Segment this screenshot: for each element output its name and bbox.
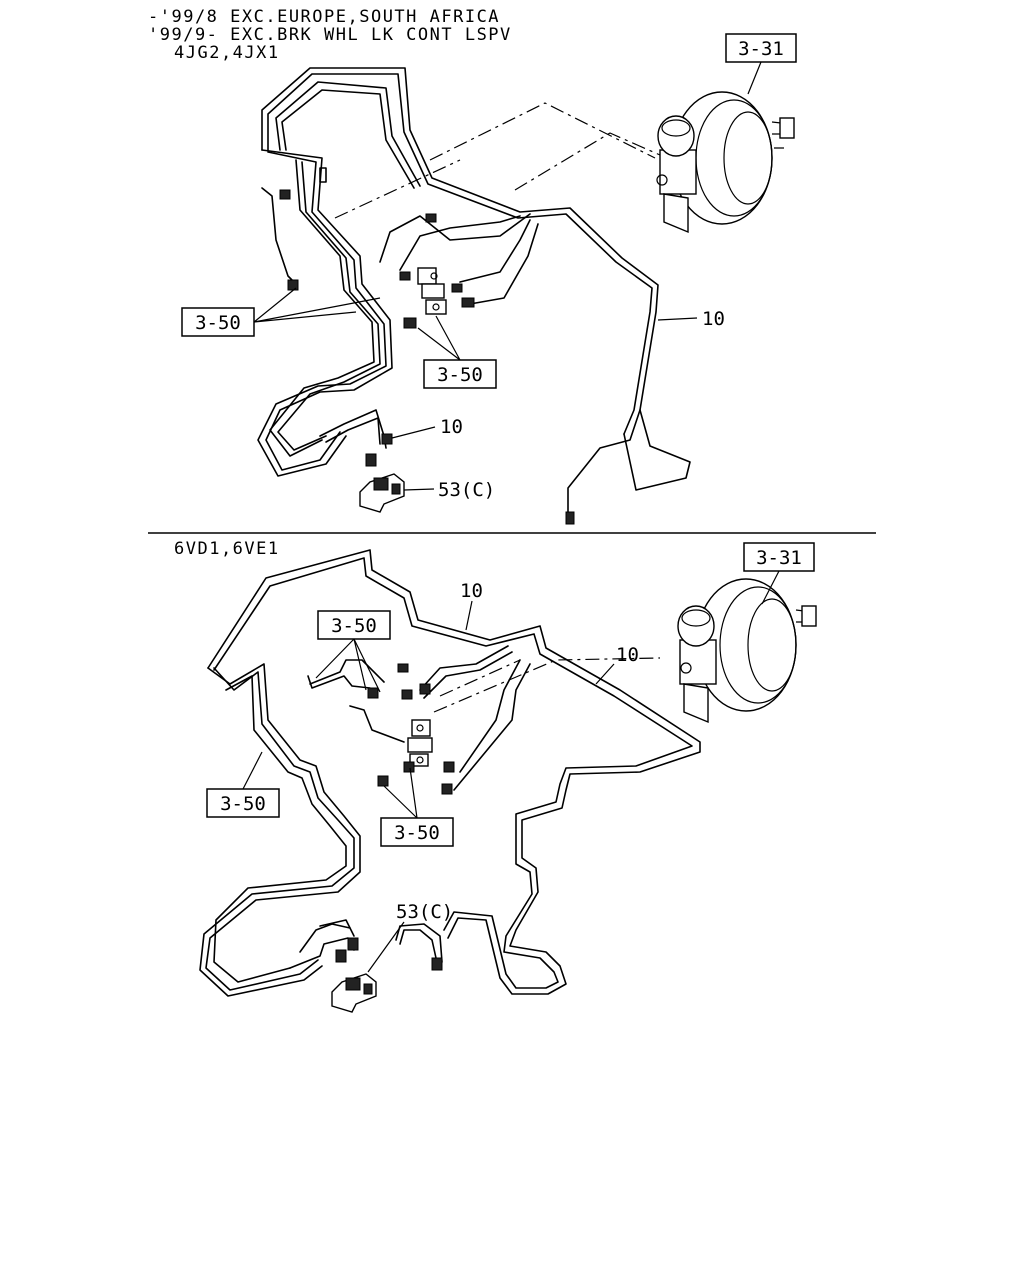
bottom-ref-lower-group[interactable]: 3-50 <box>380 767 454 847</box>
top-junction-block[interactable] <box>417 267 447 315</box>
bottom-ref-pipe-right[interactable]: 10 <box>595 644 639 685</box>
top-section: -'99/8 EXC.EUROPE,SOUTH AFRICA '99/9- EX… <box>148 7 797 525</box>
bottom-lspv-valve[interactable] <box>331 973 377 1013</box>
top-brake-booster[interactable] <box>656 91 795 234</box>
top-ref-booster-text: 3-31 <box>738 38 784 60</box>
bottom-ref-valve-text: 53(C) <box>396 901 453 923</box>
top-ref-left-group-text: 3-50 <box>195 312 241 334</box>
bottom-leader-left <box>439 659 521 697</box>
bottom-ref-pipe-top[interactable]: 10 <box>460 580 483 631</box>
top-pipe-bundle[interactable] <box>257 67 691 519</box>
top-leader-left <box>334 159 461 219</box>
top-header-line-3: 4JG2,4JX1 <box>174 43 280 63</box>
top-ref-pipe-bottom[interactable]: 10 <box>391 416 463 439</box>
top-ref-valve[interactable]: 53(C) <box>403 479 495 501</box>
bottom-ref-valve[interactable]: 53(C) <box>367 901 453 973</box>
top-header-line-1: -'99/8 EXC.EUROPE,SOUTH AFRICA <box>148 7 500 27</box>
bottom-ref-booster[interactable]: 3-31 <box>743 542 815 605</box>
bottom-ref-upper-group-text: 3-50 <box>331 615 377 637</box>
top-leader-booster-1 <box>429 102 656 161</box>
bottom-ref-left-group-text: 3-50 <box>220 793 266 815</box>
top-ref-pipe-bottom-text: 10 <box>440 416 463 438</box>
bottom-ref-lower-group-text: 3-50 <box>394 822 440 844</box>
bottom-ref-pipe-top-text: 10 <box>460 580 483 602</box>
bottom-ref-booster-text: 3-31 <box>756 547 802 569</box>
bottom-ref-pipe-right-text: 10 <box>616 644 639 666</box>
top-ref-booster[interactable]: 3-31 <box>725 33 797 95</box>
bottom-brake-booster[interactable] <box>677 578 817 724</box>
top-ref-pipe-right[interactable]: 10 <box>657 308 725 330</box>
bottom-pipe-bundle[interactable] <box>199 549 701 997</box>
top-ref-valve-text: 53(C) <box>438 479 495 501</box>
top-ref-center-group[interactable]: 3-50 <box>417 315 497 389</box>
top-lspv-valve[interactable] <box>359 473 405 513</box>
bottom-ref-upper-group[interactable]: 3-50 <box>315 610 391 693</box>
top-ref-left-group[interactable]: 3-50 <box>181 287 381 337</box>
bottom-ref-left-group[interactable]: 3-50 <box>206 751 280 818</box>
top-ref-pipe-right-text: 10 <box>702 308 725 330</box>
bottom-fittings[interactable] <box>335 663 455 971</box>
bottom-header-line-1: 6VD1,6VE1 <box>174 539 280 559</box>
bottom-section: 6VD1,6VE1 <box>174 539 817 1013</box>
bottom-junction-block[interactable] <box>407 719 433 767</box>
top-header-line-2: '99/9- EXC.BRK WHL LK CONT LSPV <box>148 25 512 45</box>
top-leader-booster-2 <box>514 132 661 191</box>
bottom-leader-booster <box>433 657 661 713</box>
top-fittings[interactable] <box>279 189 575 525</box>
top-ref-center-group-text: 3-50 <box>437 364 483 386</box>
